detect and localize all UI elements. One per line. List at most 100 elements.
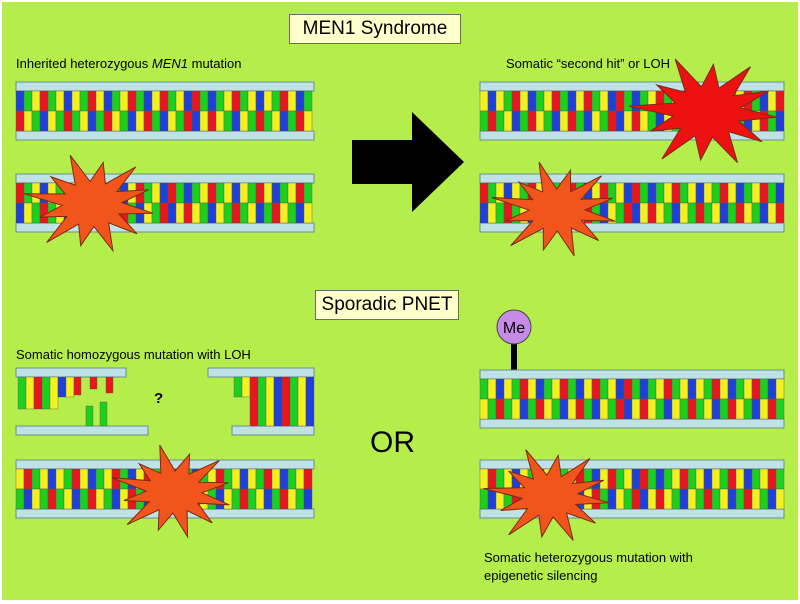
base-blue xyxy=(639,378,649,400)
base-blue xyxy=(207,202,217,224)
base-yellow xyxy=(767,202,777,224)
base-red xyxy=(143,110,153,132)
base-green xyxy=(247,110,257,132)
base-blue xyxy=(239,468,249,490)
base-blue xyxy=(15,90,25,112)
or-label: OR xyxy=(370,426,415,459)
base-yellow xyxy=(215,110,225,132)
base-yellow xyxy=(671,398,681,420)
base-yellow xyxy=(223,90,233,112)
base-yellow xyxy=(751,488,761,510)
base-green xyxy=(99,401,108,427)
base-yellow xyxy=(23,202,33,224)
base-green xyxy=(647,378,657,400)
base-green xyxy=(487,398,497,420)
base-red xyxy=(615,398,625,420)
base-blue xyxy=(305,376,315,427)
base-red xyxy=(775,90,785,112)
base-green xyxy=(775,398,785,420)
base-red xyxy=(735,202,745,224)
base-yellow xyxy=(719,378,729,400)
base-green xyxy=(95,468,105,490)
base-blue xyxy=(263,488,273,510)
base-green xyxy=(751,468,761,490)
base-yellow xyxy=(623,110,633,132)
base-green xyxy=(95,110,105,132)
base-red xyxy=(527,110,537,132)
base-green xyxy=(239,90,249,112)
base-blue xyxy=(535,378,545,400)
base-yellow xyxy=(615,182,625,204)
base-green xyxy=(719,468,729,490)
base-yellow xyxy=(55,468,65,490)
base-yellow xyxy=(743,378,753,400)
base-red xyxy=(519,378,529,400)
base-blue xyxy=(575,378,585,400)
base-yellow xyxy=(479,398,489,420)
base-yellow xyxy=(775,488,785,510)
base-blue xyxy=(567,90,577,112)
base-blue xyxy=(751,398,761,420)
base-green xyxy=(263,110,273,132)
unknown-question-mark: ? xyxy=(154,390,164,407)
base-blue xyxy=(759,202,769,224)
base-blue xyxy=(607,488,617,510)
inherited-caption-prefix: Inherited heterozygous xyxy=(16,56,152,71)
base-green xyxy=(711,488,721,510)
base-yellow xyxy=(727,182,737,204)
base-blue xyxy=(47,468,57,490)
base-blue xyxy=(727,488,737,510)
base-yellow xyxy=(263,182,273,204)
base-yellow xyxy=(567,398,577,420)
base-yellow xyxy=(703,182,713,204)
base-yellow xyxy=(639,110,649,132)
base-yellow xyxy=(119,90,129,112)
base-green xyxy=(271,488,281,510)
base-yellow xyxy=(583,378,593,400)
base-green xyxy=(567,378,577,400)
epigenetic-caption-line1: Somatic heterozygous mutation with xyxy=(484,550,693,565)
base-yellow xyxy=(479,90,489,112)
base-green xyxy=(289,376,299,427)
base-blue xyxy=(87,110,97,132)
base-red xyxy=(567,110,577,132)
base-green xyxy=(31,202,41,224)
base-green xyxy=(23,90,33,112)
base-yellow xyxy=(743,202,753,224)
base-green xyxy=(679,398,689,420)
base-green xyxy=(17,376,27,410)
base-blue xyxy=(511,110,521,132)
base-yellow xyxy=(31,488,41,510)
base-green xyxy=(103,488,113,510)
mutation-burst-icon xyxy=(23,154,153,253)
base-yellow xyxy=(135,110,145,132)
base-red xyxy=(759,182,769,204)
base-red xyxy=(671,182,681,204)
base-yellow xyxy=(39,468,49,490)
base-yellow xyxy=(263,90,273,112)
base-red xyxy=(207,182,217,204)
base-green xyxy=(759,378,769,400)
base-blue xyxy=(207,90,217,112)
sporadic-pnet-title: Sporadic PNET xyxy=(315,290,459,320)
homozygous-mutation-caption: Somatic homozygous mutation with LOH xyxy=(16,347,251,362)
base-red xyxy=(47,488,57,510)
base-red xyxy=(103,110,113,132)
base-green xyxy=(279,182,289,204)
base-blue xyxy=(255,202,265,224)
base-green xyxy=(85,405,94,427)
base-green xyxy=(175,110,185,132)
base-green xyxy=(655,398,665,420)
base-yellow xyxy=(71,90,81,112)
base-blue xyxy=(767,488,777,510)
base-green xyxy=(767,110,777,132)
base-green xyxy=(687,202,697,224)
epigenetic-caption-line2: epigenetic silencing xyxy=(484,568,598,583)
base-red xyxy=(711,378,721,400)
base-yellow xyxy=(639,202,649,224)
base-green xyxy=(591,90,601,112)
base-yellow xyxy=(223,182,233,204)
base-red xyxy=(231,90,241,112)
base-red xyxy=(249,376,259,427)
base-blue xyxy=(15,202,25,224)
